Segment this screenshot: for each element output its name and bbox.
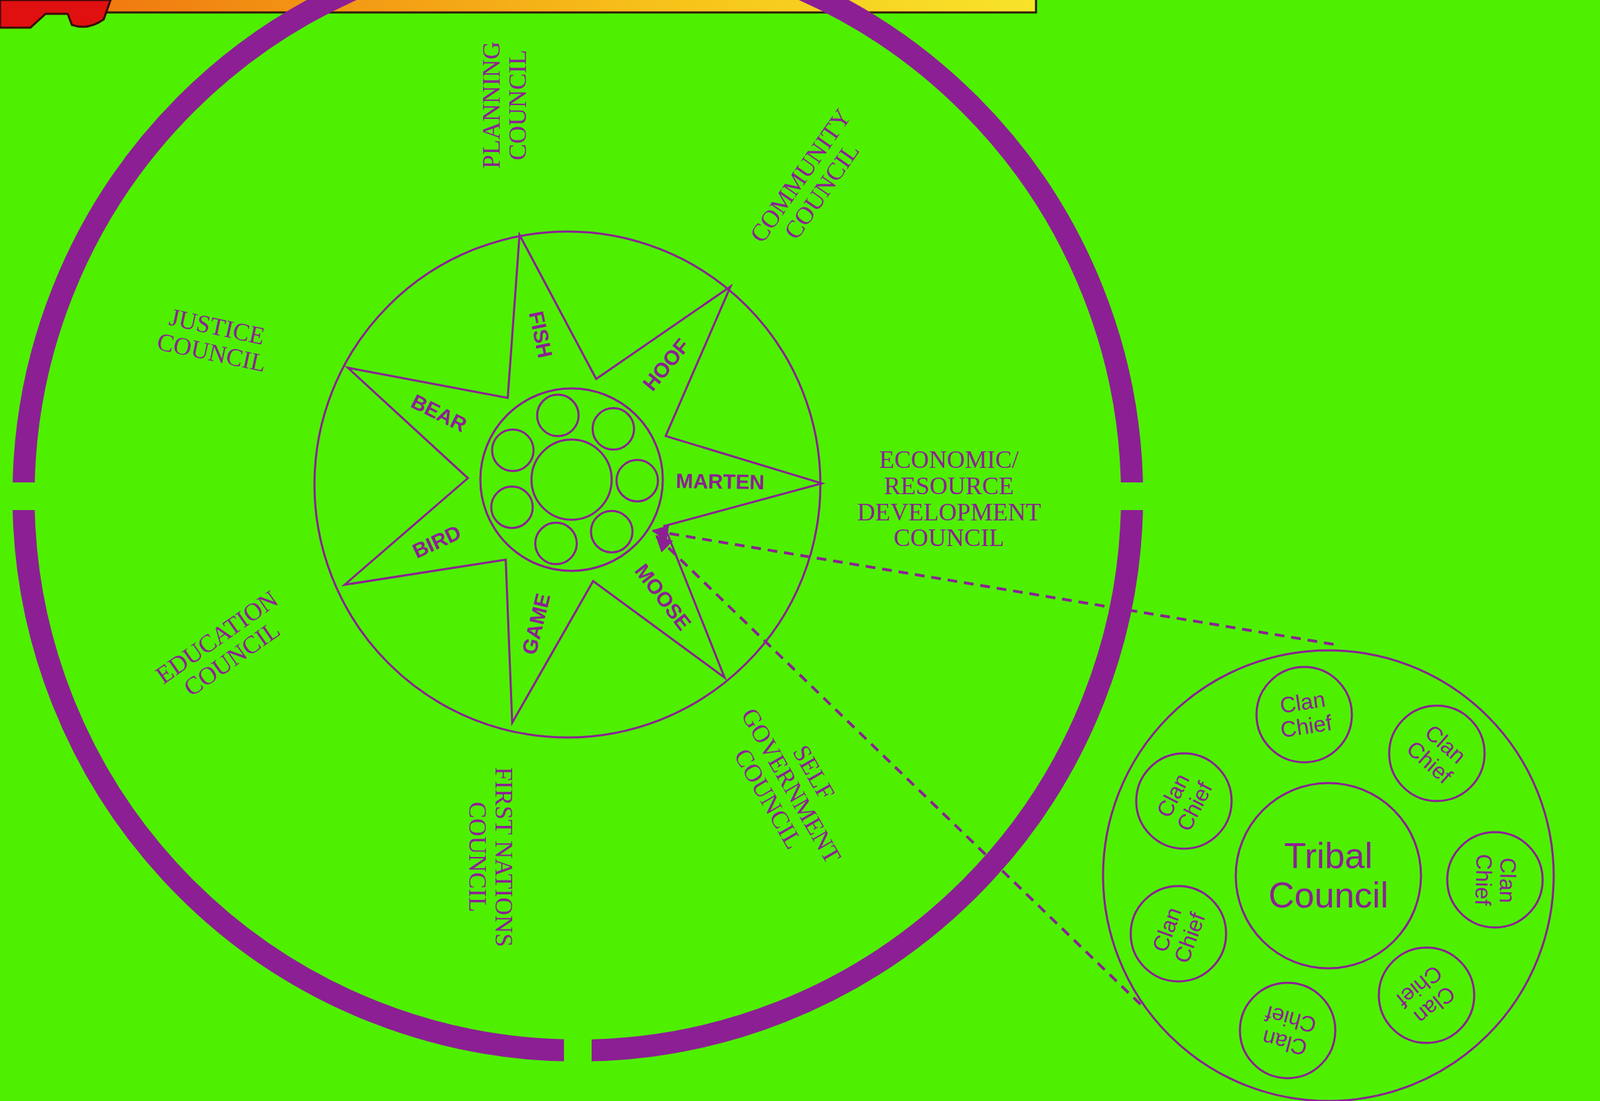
- ring-gap: [1120, 482, 1144, 511]
- council-label: FIRST NATIONS COUNCIL: [462, 738, 518, 976]
- council-circle: Tribal Council: [1234, 781, 1423, 970]
- clan-chief-circle: Clan Chief: [1387, 704, 1486, 803]
- council-label: ECONOMIC/ RESOURCE DEVELOPMENT COUNCIL: [852, 445, 1045, 553]
- clan-chief-circle: Clan Chief: [1255, 665, 1354, 764]
- text-group: Tribal Council: [1268, 836, 1388, 916]
- clan-chief-circle: Clan Chief: [1445, 830, 1545, 929]
- clan-name: MARTEN: [675, 470, 766, 493]
- clan-name: GAME: [519, 591, 554, 658]
- clan-chief-circle: Clan Chief: [1134, 751, 1234, 851]
- hub-seat: [492, 429, 534, 472]
- council-label: PLANNING COUNCIL: [477, 37, 533, 173]
- circle-outline: [1239, 982, 1336, 1079]
- circle-outline: [1447, 832, 1543, 928]
- council-name: Tribal Council: [1268, 836, 1388, 916]
- circle-outline: [1389, 705, 1485, 802]
- clan-chief-circle: Clan Chief: [1129, 884, 1228, 983]
- circle-outline: [1235, 783, 1421, 969]
- hub-center: [531, 439, 612, 520]
- clan-chief-name: Clan Chief: [1275, 686, 1334, 743]
- circle-outline: [1378, 947, 1475, 1043]
- text-group: Clan Chief: [1470, 853, 1520, 907]
- inner-circle: [314, 231, 821, 738]
- council-label: EDUCATION COUNCIL: [147, 582, 303, 714]
- clan-name: HOOF: [639, 335, 694, 395]
- circle-outline: [1256, 666, 1352, 763]
- clan-hub: [480, 388, 663, 571]
- circle-outline: [1136, 753, 1232, 849]
- banner-emblem: [0, 0, 111, 28]
- clan-chief-name: Clan Chief: [1470, 853, 1520, 907]
- ring-gap: [563, 1038, 592, 1063]
- callout-line: [656, 536, 1142, 1005]
- clan-star: [344, 234, 823, 723]
- circle-outline: [1130, 886, 1227, 982]
- hub-seat: [537, 394, 579, 437]
- clan-name: BIRD: [409, 521, 464, 562]
- clan-name: BEAR: [407, 391, 470, 437]
- council-label: SELF GOVERNMENT COUNCIL: [709, 686, 871, 886]
- tribal-detail-circle: [1103, 650, 1554, 1101]
- title-banner: [102, 0, 1037, 13]
- clan-chief-circle: Clan Chief: [1238, 981, 1337, 1080]
- text-group: Clan Chief: [1275, 686, 1334, 743]
- clan-name: MOOSE: [631, 560, 695, 635]
- hub-seat: [616, 459, 658, 502]
- hub-seat: [535, 522, 578, 564]
- ring-gap: [11, 482, 36, 511]
- outer-ring: [23, 0, 1133, 1051]
- hub-seat: [491, 486, 533, 529]
- hub-seat: [590, 510, 633, 553]
- council-label: COMMUNITY COUNCIL: [742, 100, 882, 267]
- council-label: JUSTICE COUNCIL: [150, 300, 279, 380]
- clan-name: FISH: [525, 308, 556, 360]
- hub-seat: [592, 408, 634, 450]
- clan-chief-circle: Clan Chief: [1377, 946, 1476, 1045]
